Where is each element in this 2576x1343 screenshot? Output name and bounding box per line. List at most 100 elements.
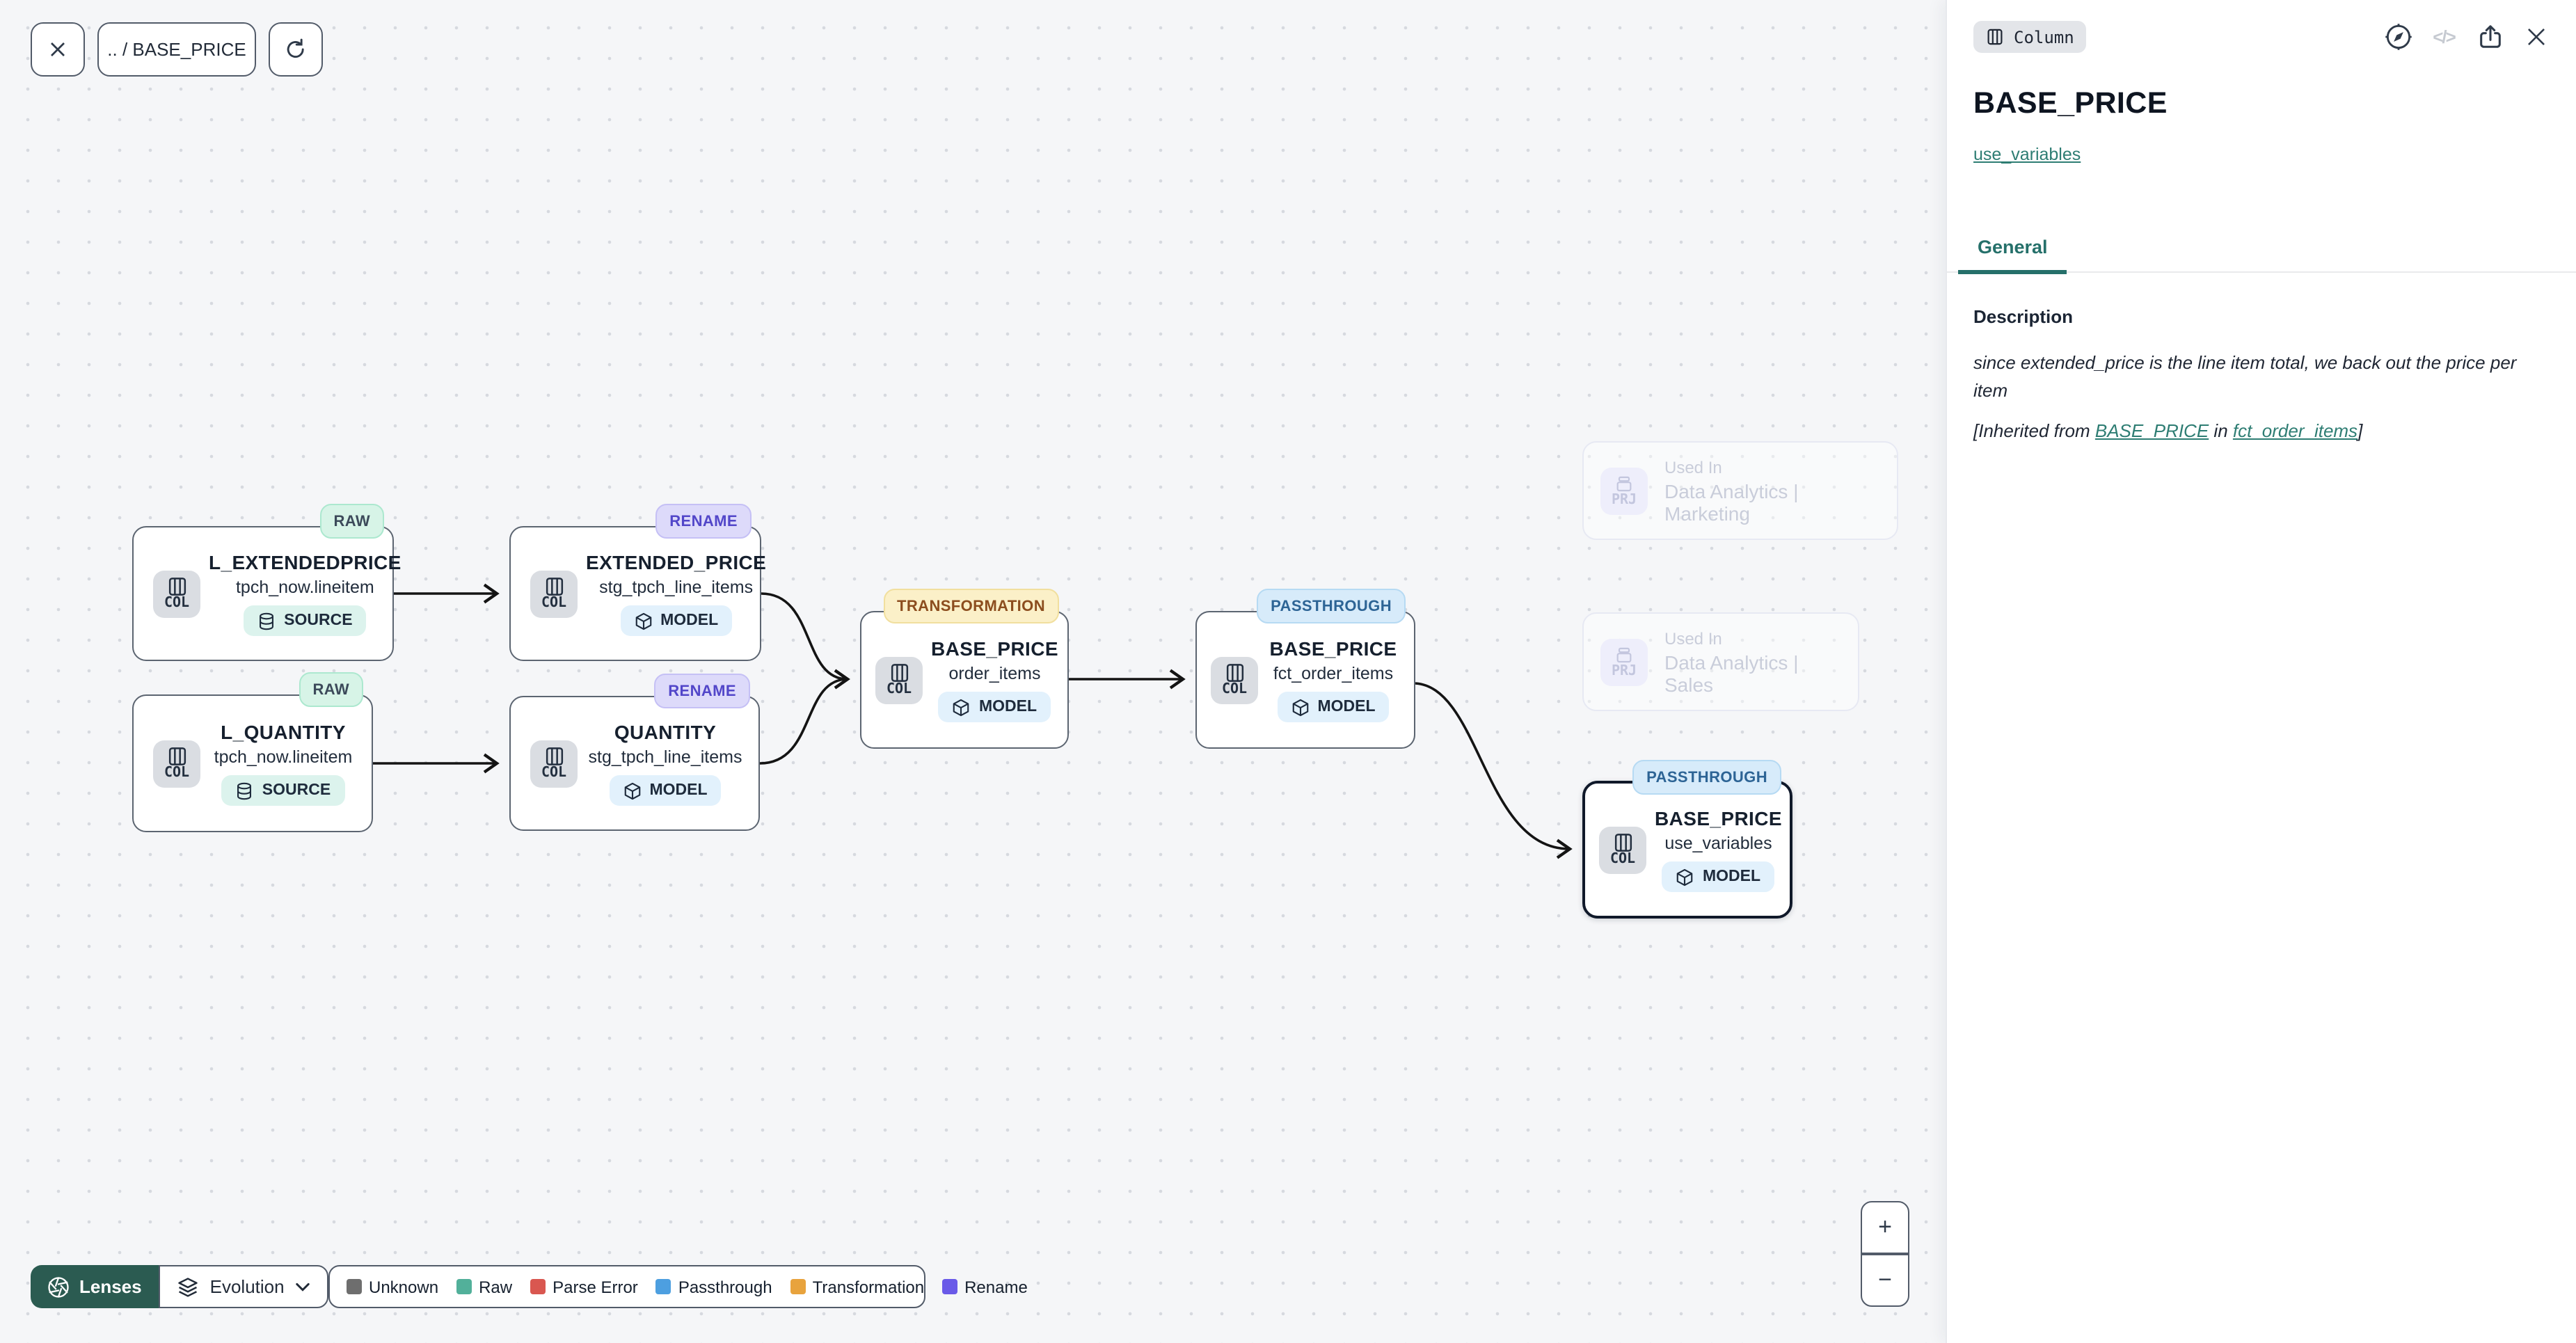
zoom-in-button[interactable]: + — [1862, 1202, 1908, 1253]
breadcrumb-label: .. / BASE_PRICE — [107, 39, 246, 60]
legend-item: Transformation — [790, 1277, 924, 1296]
legend-swatch — [942, 1279, 958, 1294]
node-title: QUANTITY — [614, 721, 717, 743]
used-in-name: Data Analytics | Sales — [1664, 651, 1799, 695]
database-icon — [237, 781, 252, 800]
close-icon — [2527, 29, 2544, 45]
refresh-icon — [287, 38, 304, 58]
share-button[interactable] — [2474, 22, 2505, 52]
chevron-down-icon — [296, 1282, 310, 1291]
column-icon: COL — [875, 656, 923, 704]
used-in-label: Used In — [1664, 457, 1722, 477]
project-icon: PRJ — [1600, 638, 1648, 685]
inherited-from-text: [Inherited from BASE_PRICE in fct_order_… — [1973, 420, 2363, 441]
lineage-node-base-price-fct-order-items[interactable]: PASSTHROUGH COL BASE_PRICE fct_order_ite… — [1195, 589, 1415, 749]
cube-icon — [1677, 868, 1694, 886]
lens-badge-transformation: TRANSFORMATION — [883, 589, 1059, 623]
lens-badge-passthrough: PASSTHROUGH — [1632, 760, 1781, 795]
node-title: EXTENDED_PRICE — [586, 551, 767, 573]
lens-badge-raw: RAW — [319, 504, 384, 539]
lineage-node-l-extendedprice[interactable]: RAW COL L_EXTENDEDPRICE tpch_now.lineite… — [132, 504, 401, 661]
used-in-label: Used In — [1664, 628, 1722, 648]
code-icon: </> — [2433, 26, 2456, 47]
lens-badge-raw: RAW — [299, 672, 363, 707]
cube-icon — [624, 781, 640, 800]
model-badge: MODEL — [620, 605, 733, 636]
lineage-node-extended-price[interactable]: RENAME COL EXTENDED_PRICE stg_tpch_line_… — [509, 504, 766, 661]
inherited-model-link[interactable]: fct_order_items — [2232, 420, 2358, 441]
node-subtitle: tpch_now.lineitem — [214, 747, 353, 767]
model-badge: MODEL — [1277, 692, 1390, 722]
column-icon: COL — [153, 570, 200, 617]
used-in-name: Data Analytics | Marketing — [1664, 479, 1799, 524]
lineage-canvas[interactable]: .. / BASE_PRICE RAW COL L_EXTENDEDPRICE … — [0, 0, 1946, 1343]
inherited-column-link[interactable]: BASE_PRICE — [2094, 420, 2209, 441]
column-icon: COL — [1211, 656, 1258, 704]
node-title: BASE_PRICE — [1655, 807, 1782, 829]
node-subtitle: use_variables — [1664, 834, 1772, 853]
close-panel-button[interactable] — [2520, 22, 2551, 52]
view-code-button[interactable]: </> — [2428, 22, 2459, 52]
used-in-node-marketing[interactable]: PRJ Used In Data Analytics | Marketing — [1582, 441, 1898, 540]
legend-item: Passthrough — [655, 1277, 772, 1296]
lineage-node-quantity[interactable]: RENAME COL QUANTITY stg_tpch_line_items … — [509, 674, 760, 831]
source-badge: SOURCE — [244, 605, 367, 636]
lens-badge-rename: RENAME — [655, 504, 752, 539]
column-icon: COL — [530, 570, 578, 617]
legend-swatch — [347, 1279, 362, 1294]
share-icon — [2479, 25, 2500, 48]
description-text: since extended_price is the line item to… — [1973, 352, 2517, 401]
explore-lineage-button[interactable] — [2383, 22, 2413, 52]
zoom-out-button[interactable]: − — [1862, 1255, 1908, 1306]
legend-item: Rename — [942, 1277, 1028, 1296]
legend-swatch — [655, 1279, 671, 1294]
cube-icon — [635, 612, 651, 630]
column-icon: COL — [530, 740, 578, 787]
source-badge: SOURCE — [221, 775, 345, 806]
zoom-controls: + − — [1861, 1201, 1909, 1307]
cube-icon — [1292, 698, 1308, 716]
node-title: BASE_PRICE — [1269, 637, 1397, 660]
details-panel: Column </> — [1946, 0, 2576, 1343]
used-in-node-sales[interactable]: PRJ Used In Data Analytics | Sales — [1582, 612, 1859, 711]
lineage-node-l-quantity[interactable]: RAW COL L_QUANTITY tpch_now.lineitem SOU… — [132, 672, 373, 832]
node-subtitle: stg_tpch_line_items — [599, 578, 754, 597]
description-label: Description — [1973, 306, 2074, 327]
model-link[interactable]: use_variables — [1973, 145, 2081, 164]
aperture-icon — [48, 1276, 69, 1297]
close-lineage-button[interactable] — [31, 22, 85, 77]
close-icon — [51, 42, 65, 56]
panel-tabs: General — [1947, 225, 2576, 274]
lens-legend: Unknown Raw Parse Error Passthrough Tran… — [328, 1265, 1028, 1308]
node-subtitle: stg_tpch_line_items — [588, 747, 742, 767]
column-icon — [1987, 29, 2003, 45]
lenses-button[interactable]: Lenses — [31, 1265, 159, 1308]
lens-badge-rename: RENAME — [654, 674, 750, 708]
entity-type-badge: Column — [1973, 21, 2087, 53]
legend-item: Parse Error — [530, 1277, 638, 1296]
node-subtitle: tpch_now.lineitem — [235, 578, 374, 597]
column-icon: COL — [153, 740, 200, 787]
legend-item: Raw — [456, 1277, 512, 1296]
tab-general[interactable]: General — [1958, 237, 2067, 274]
node-subtitle: order_items — [948, 664, 1041, 683]
lens-selector-dropdown[interactable]: Evolution — [158, 1265, 329, 1308]
lenses-label: Lenses — [79, 1276, 142, 1297]
legend-swatch — [456, 1279, 472, 1294]
node-subtitle: fct_order_items — [1273, 664, 1394, 683]
database-icon — [260, 612, 274, 630]
legend-swatch — [790, 1279, 806, 1294]
lineage-node-base-price-use-variables[interactable]: PASSTHROUGH COL BASE_PRICE use_variables… — [1582, 760, 1792, 919]
legend-item: Unknown — [347, 1277, 438, 1296]
model-badge: MODEL — [938, 692, 1051, 722]
cube-icon — [953, 698, 970, 716]
breadcrumb[interactable]: .. / BASE_PRICE — [97, 22, 256, 77]
compass-icon — [2385, 24, 2411, 50]
lens-selector-label: Evolution — [209, 1276, 285, 1297]
legend-swatch — [530, 1279, 546, 1294]
layers-icon — [177, 1277, 198, 1296]
refresh-button[interactable] — [269, 22, 323, 77]
lineage-node-base-price-order-items[interactable]: TRANSFORMATION COL BASE_PRICE order_item… — [860, 589, 1069, 749]
project-icon: PRJ — [1600, 467, 1648, 514]
model-badge: MODEL — [609, 775, 722, 806]
